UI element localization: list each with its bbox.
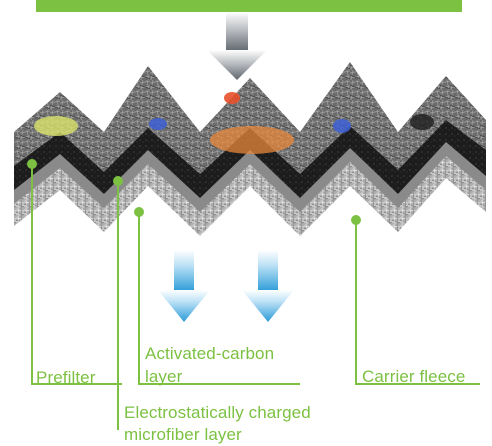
activated-carbon-label-line1: Activated-carbon [145,344,275,363]
pollen-particles [34,116,78,136]
activated-carbon-label-line2: layer [145,367,183,386]
microfiber-dot [113,176,123,186]
clean-air-arrow-right [242,250,294,322]
bacteria-particles [333,119,351,133]
carrier-fleece-label: Carrier fleece [362,367,466,386]
microfiber-label-line2: microfiber layer [124,425,242,444]
carrier-fleece-dot [351,215,361,225]
soot-particles [410,114,434,130]
clean-air-arrow-left [158,250,210,322]
microfiber-label-line1: Electrostatically charged [124,403,311,422]
prefilter-leader [31,164,122,385]
incoming-air-arrow [207,12,267,80]
leader-lines [31,164,480,430]
odor-particles [224,92,240,104]
prefilter-dot [27,159,37,169]
prefilter-label: Prefilter [36,368,96,387]
activated-carbon-dot [134,207,144,217]
activated-carbon-leader [138,212,300,385]
leader-dots [27,159,361,225]
exhaust-particles [210,126,294,154]
header-bar [36,0,462,12]
prefilter-layer [14,62,486,174]
fine-dust-particles [149,118,167,130]
carrier-fleece-leader [355,220,480,385]
